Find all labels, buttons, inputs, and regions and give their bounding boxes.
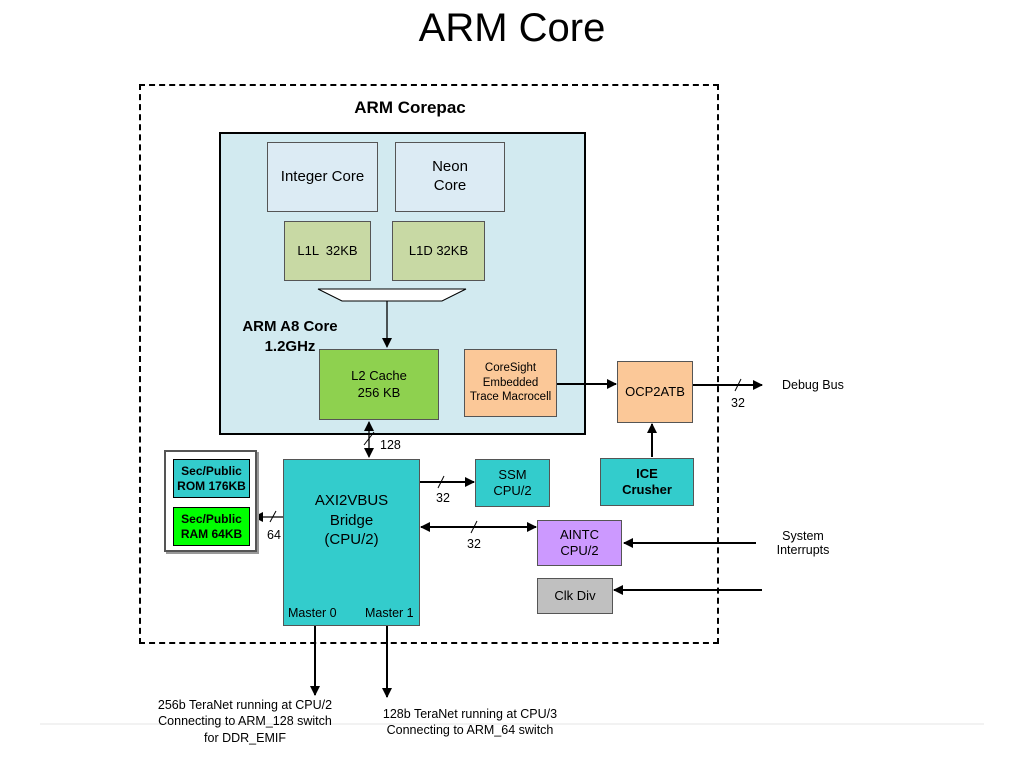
axi2vbus-bridge-block <box>283 459 420 626</box>
axi2vbus-bridge-label: AXI2VBUS Bridge (CPU/2) <box>314 492 389 548</box>
master1-note: 128b TeraNet running at CPU/3 Connecting… <box>382 707 558 738</box>
ssm-block: SSM CPU/2 <box>475 459 550 507</box>
ram-block: Sec/Public RAM 64KB <box>173 507 250 546</box>
bus-width-l2-axi: 128 <box>380 438 401 452</box>
bus-width-axi-aintc: 32 <box>467 537 481 551</box>
master0-note: 256b TeraNet running at CPU/2 Connecting… <box>157 698 333 745</box>
rom-block: Sec/Public ROM 176KB <box>173 459 250 498</box>
master1-label: Master 1 <box>365 606 414 620</box>
page-title: ARM Core <box>418 6 606 50</box>
ice-crusher-block: ICE Crusher <box>600 458 694 506</box>
l1-mux-shape <box>317 288 467 302</box>
arm-corepac-boundary <box>139 84 719 644</box>
l1l-cache-block: L1L 32KB <box>284 221 371 281</box>
bus-width-debug: 32 <box>731 396 745 410</box>
system-interrupts-label: System Interrupts <box>776 529 830 557</box>
neon-core-block: Neon Core <box>395 142 505 212</box>
aintc-block: AINTC CPU/2 <box>537 520 622 566</box>
arm-corepac-label: ARM Corepac <box>354 98 466 117</box>
bus-width-axi-ssm: 32 <box>436 491 450 505</box>
clk-div-block: Clk Div <box>537 578 613 614</box>
integer-core-block: Integer Core <box>267 142 378 212</box>
l2-cache-block: L2 Cache 256 KB <box>319 349 439 420</box>
arm-a8-core-label: ARM A8 Core 1.2GHz <box>242 318 338 355</box>
bus-width-axi-mem: 64 <box>267 528 281 542</box>
coresight-block: CoreSight Embedded Trace Macrocell <box>464 349 557 417</box>
ocp2atb-block: OCP2ATB <box>617 361 693 423</box>
debug-bus-label: Debug Bus <box>782 378 844 392</box>
master0-label: Master 0 <box>288 606 337 620</box>
l1d-cache-block: L1D 32KB <box>392 221 485 281</box>
